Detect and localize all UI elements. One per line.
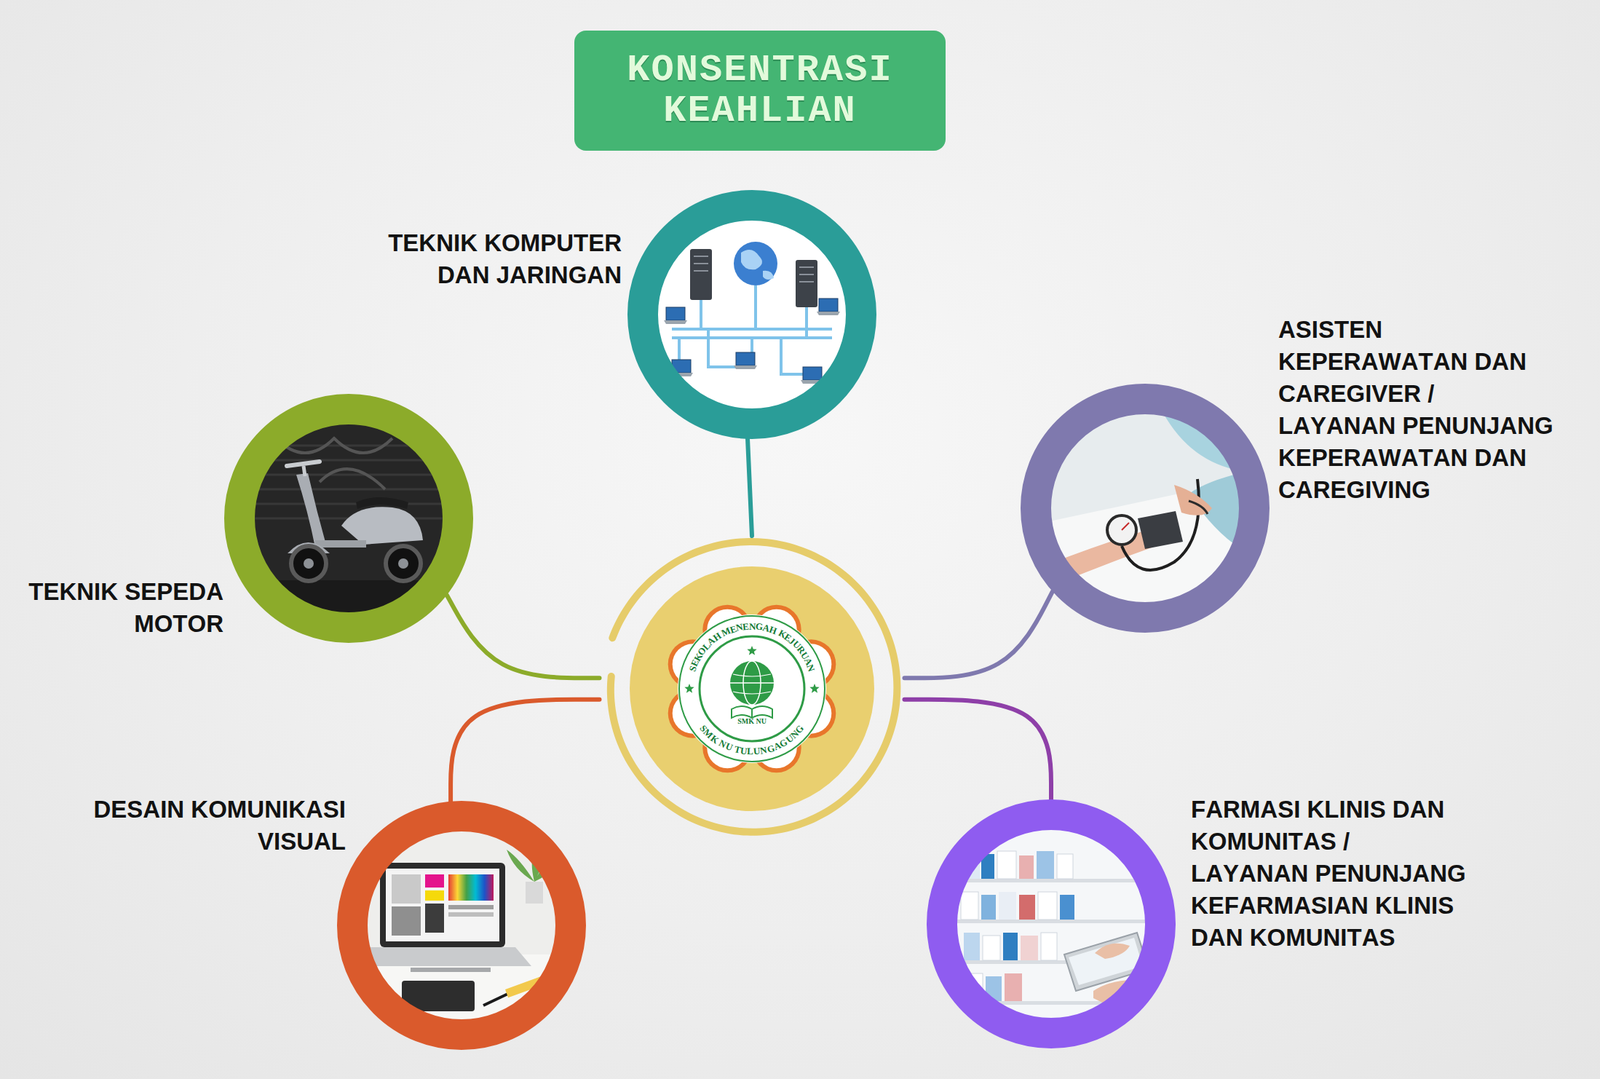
circle-ring — [224, 393, 474, 643]
connector-line — [446, 594, 600, 678]
emblem-text: SMK NU — [708, 716, 796, 727]
circle-ring — [352, 816, 571, 1035]
program-label: ASISTEN KEPERAWATAN DAN CAREGIVER / LAYA… — [1278, 313, 1557, 506]
circle-ring — [941, 814, 1161, 1033]
label-holder: TEKNIK KOMPUTER DAN JARINGAN — [374, 227, 622, 292]
spiral-ring — [610, 541, 898, 833]
hub-spiral — [599, 535, 905, 842]
circle-ring — [337, 800, 586, 1050]
program-label: TEKNIK KOMPUTER DAN JARINGAN — [374, 227, 622, 292]
program-circle: FARMASI KLINIS DAN KOMUNITAS / LAYANAN P… — [926, 799, 1176, 1049]
program-circle: DESAIN KOMUNIKASI VISUAL — [337, 800, 586, 1050]
label-holder: TEKNIK SEPEDA MOTOR — [5, 575, 224, 640]
emblem-text: SEKOLAH MENENGAH KEJURUAN — [599, 535, 905, 842]
emblem-letter: L — [746, 745, 754, 757]
program-label: TEKNIK SEPEDA MOTOR — [5, 575, 224, 640]
circle-ring — [239, 409, 458, 628]
circle-ring — [1035, 398, 1255, 618]
emblem-letter: E — [742, 620, 750, 633]
emblem-text-holder: SEKOLAH MENENGAH KEJURUAN — [599, 535, 905, 842]
circle-ring — [627, 189, 877, 439]
emblem-text-holder: SMK NU — [708, 716, 796, 727]
program-circle: TEKNIK KOMPUTER DAN JARINGAN — [627, 189, 877, 439]
school-emblem-hub: SEKOLAH MENENGAH KEJURUANSMK NUSMK NU TU… — [599, 535, 905, 842]
emblem-text-holder: SMK NU TULUNGAGUNG — [599, 535, 905, 842]
school-emblem — [629, 566, 875, 811]
program-circle: ASISTEN KEPERAWATAN DAN CAREGIVER / LAYA… — [1020, 383, 1270, 633]
program-circle: TEKNIK SEPEDA MOTOR — [224, 393, 474, 643]
title-text: KONSENTRASI KEAHLIAN — [599, 50, 921, 132]
connector-line — [904, 699, 1052, 800]
emblem-text: SMK NU TULUNGAGUNG — [599, 535, 905, 842]
circle-ring — [642, 205, 862, 424]
circle-ring — [1020, 383, 1270, 633]
label-holder: ASISTEN KEPERAWATAN DAN CAREGIVER / LAYA… — [1278, 313, 1557, 506]
connector-line — [747, 438, 752, 536]
program-label: FARMASI KLINIS DAN KOMUNITAS / LAYANAN P… — [1190, 793, 1469, 954]
emblem-letter: U — [739, 744, 748, 757]
emblem-letter: N — [749, 620, 757, 632]
program-label: DESAIN KOMUNIKASI VISUAL — [83, 793, 346, 858]
label-holder: FARMASI KLINIS DAN KOMUNITAS / LAYANAN P… — [1190, 793, 1469, 954]
connector-line — [904, 591, 1052, 678]
label-holder: DESAIN KOMUNIKASI VISUAL — [83, 793, 346, 858]
connector-line — [450, 699, 600, 802]
circle-ring — [926, 799, 1176, 1049]
title-banner: KONSENTRASI KEAHLIAN — [574, 30, 946, 151]
